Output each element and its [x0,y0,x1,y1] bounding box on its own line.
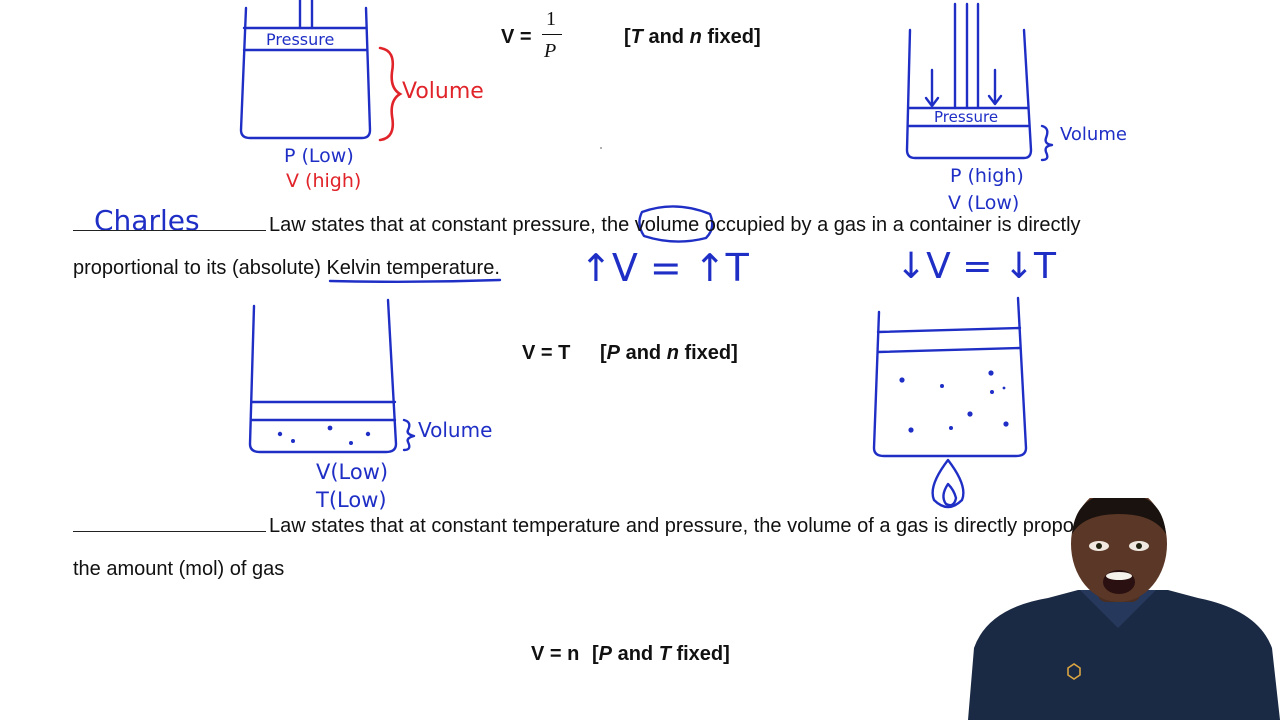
boyle-right-container [905,2,1033,160]
instructor-hair [1072,498,1166,534]
avogadro-formula: V = n [531,643,580,665]
charles-statement-line-1: Law states that at constant pressure, th… [73,214,1081,237]
t-low-label-charles: T(Low) [316,488,387,512]
v-low-label-right: V (Low) [948,192,1020,214]
answer-blank [73,229,266,231]
v-high-label: V (high) [286,170,362,192]
instructor-face [1071,498,1167,602]
avogadro-fixed-conditions: [P and T fixed] [592,643,730,665]
charles-formula: V = T [522,342,571,364]
p-low-label: P (Low) [284,145,354,167]
relation-increase: ↑V = ↑T [580,246,749,290]
volume-label-left: Volume [402,79,484,104]
shirt-logo-icon [1067,663,1081,680]
relation-decrease: ↓V = ↓T [896,246,1056,287]
p-high-label: P (high) [950,165,1024,187]
charles-statement-line-2: proportional to its (absolute) Kelvin te… [73,257,500,279]
volume-label-charles: Volume [418,418,493,442]
avogadro-statement-line-1: Law states that at constant temperature … [73,515,1151,538]
boyle-fraction-numerator: 1 [546,8,556,30]
pressure-label-right: Pressure [934,108,999,126]
charles-fixed-conditions: [P and n fixed] [600,342,738,364]
charles-left-container [248,298,398,454]
charles-answer: Charles [94,204,200,237]
avogadro-statement-line-2: the amount (mol) of gas [73,558,285,580]
boyle-left-container [239,0,372,140]
v-low-label-charles: V(Low) [316,460,389,484]
fraction-bar [542,34,562,35]
boyle-fraction-denominator: P [544,40,557,62]
volume-label-right: Volume [1060,124,1127,145]
boyle-fixed-conditions: [T and n fixed] [624,26,761,48]
charles-right-container [872,296,1028,509]
answer-blank [73,530,266,532]
boyle-formula: V = [501,26,532,48]
pressure-label-left: Pressure [266,30,335,49]
instructor-shirt [968,590,1280,720]
instructor-video-overlay [968,498,1280,720]
